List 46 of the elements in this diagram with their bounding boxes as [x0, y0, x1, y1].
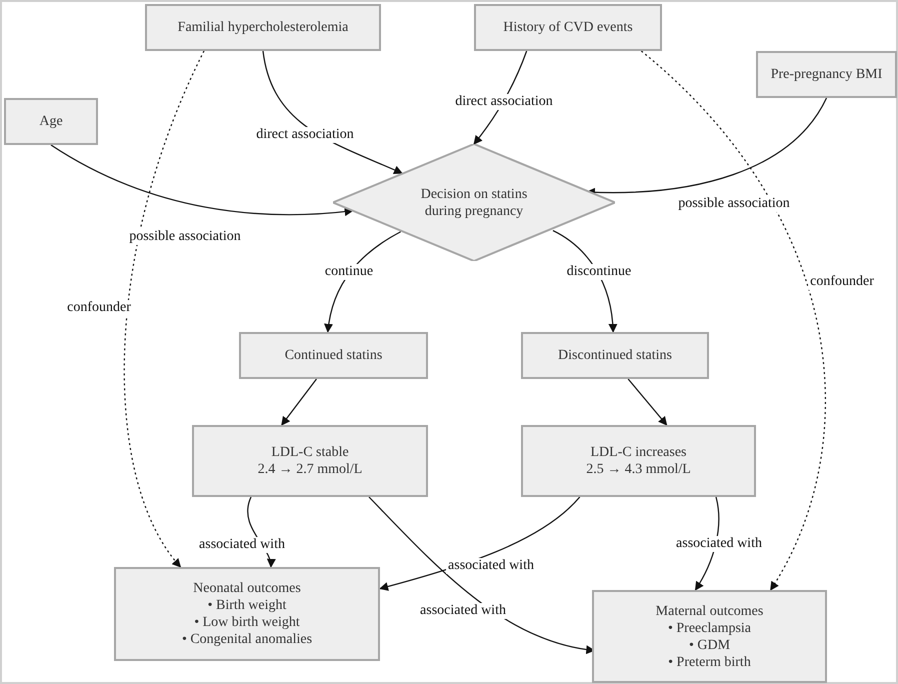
process-box — [145, 4, 381, 51]
node-label: LDL-C stable — [271, 444, 349, 461]
node-label: Neonatal outcomes — [193, 580, 301, 597]
edge-label: direct association — [453, 94, 555, 110]
node-text: • Low birth weight — [194, 614, 300, 631]
dotted-arrow — [124, 50, 205, 568]
dotted-arrow — [640, 50, 826, 591]
node-label: Continued statins — [284, 347, 382, 364]
edge-label: associated with — [446, 558, 536, 574]
node-text: • Birth weight — [208, 597, 286, 614]
edge-label: confounder — [65, 300, 133, 316]
node-label: Maternal outcomes — [656, 602, 764, 620]
arrow — [281, 378, 317, 426]
process-box — [474, 4, 662, 51]
node-text: • Preterm birth — [668, 654, 751, 670]
process-box — [521, 332, 709, 379]
node-text: • Preeclampsia — [668, 620, 752, 636]
outcome-box — [114, 567, 380, 661]
edge-label: associated with — [197, 537, 287, 553]
process-box — [239, 332, 428, 379]
arrow — [50, 144, 354, 216]
node-label: LDL-C increases — [590, 444, 687, 461]
node-label: Pre-pregnancy BMI — [770, 66, 882, 83]
node-label: History of CVD events — [503, 19, 633, 36]
process-box — [521, 425, 756, 497]
process-box — [4, 98, 98, 145]
process-box — [756, 51, 897, 98]
arrow — [628, 378, 668, 426]
edge-label: possible association — [676, 196, 792, 212]
node-label: Age — [39, 113, 63, 130]
node-label: Discontinued statins — [558, 347, 672, 364]
node-text: • GDM — [688, 636, 730, 654]
process-box — [192, 425, 428, 497]
node-text: • Congenital anomalies — [182, 631, 312, 648]
outcome-box — [592, 590, 827, 683]
edge-label: associated with — [418, 603, 508, 619]
edge-label: direct association — [254, 127, 356, 143]
node-label: Familial hypercholesterolemia — [178, 19, 348, 36]
edge-label: associated with — [674, 536, 764, 552]
node-text: 2.4 → 2.7 mmol/L — [258, 461, 362, 478]
edge-label: continue — [322, 264, 376, 280]
edge-label: confounder — [808, 274, 876, 290]
node-text: 2.5 → 4.3 mmol/L — [586, 461, 691, 478]
edge-label: possible association — [127, 229, 243, 245]
edge-label: discontinue — [564, 264, 634, 280]
node-label: Decision on statins during pregnancy — [420, 186, 528, 220]
